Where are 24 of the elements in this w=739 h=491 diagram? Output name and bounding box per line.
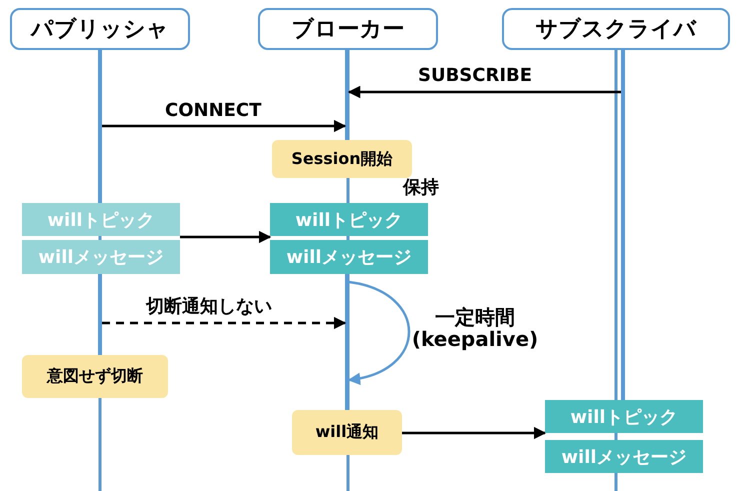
arrow (102, 316, 346, 330)
participant-box: ブローカー (258, 8, 438, 50)
data-box: willメッセージ (545, 440, 703, 473)
data-box: willメッセージ (22, 240, 180, 274)
data-box: willトピック (545, 400, 703, 433)
data-box: willトピック (270, 203, 428, 236)
event-box: will通知 (292, 410, 402, 455)
event-box: 意図せず切断 (22, 355, 168, 398)
data-box: willメッセージ (270, 240, 428, 274)
arrow (348, 86, 621, 98)
lifeline-segment (345, 50, 349, 140)
note-label: 保持 (400, 178, 442, 198)
event-box: Session開始 (272, 140, 412, 178)
arrow (180, 230, 272, 244)
data-box: willトピック (22, 203, 180, 236)
arrow (402, 426, 546, 440)
lifeline-segment (98, 50, 102, 203)
participant-box: パブリッシャ (10, 8, 190, 50)
participant-box: サブスクライバ (502, 8, 730, 50)
arrow (102, 120, 346, 132)
edge-label: 一定時間 (keepalive) (410, 306, 540, 350)
lifeline-segment (345, 274, 349, 410)
arrow (348, 280, 410, 384)
lifeline-segment (621, 50, 625, 400)
